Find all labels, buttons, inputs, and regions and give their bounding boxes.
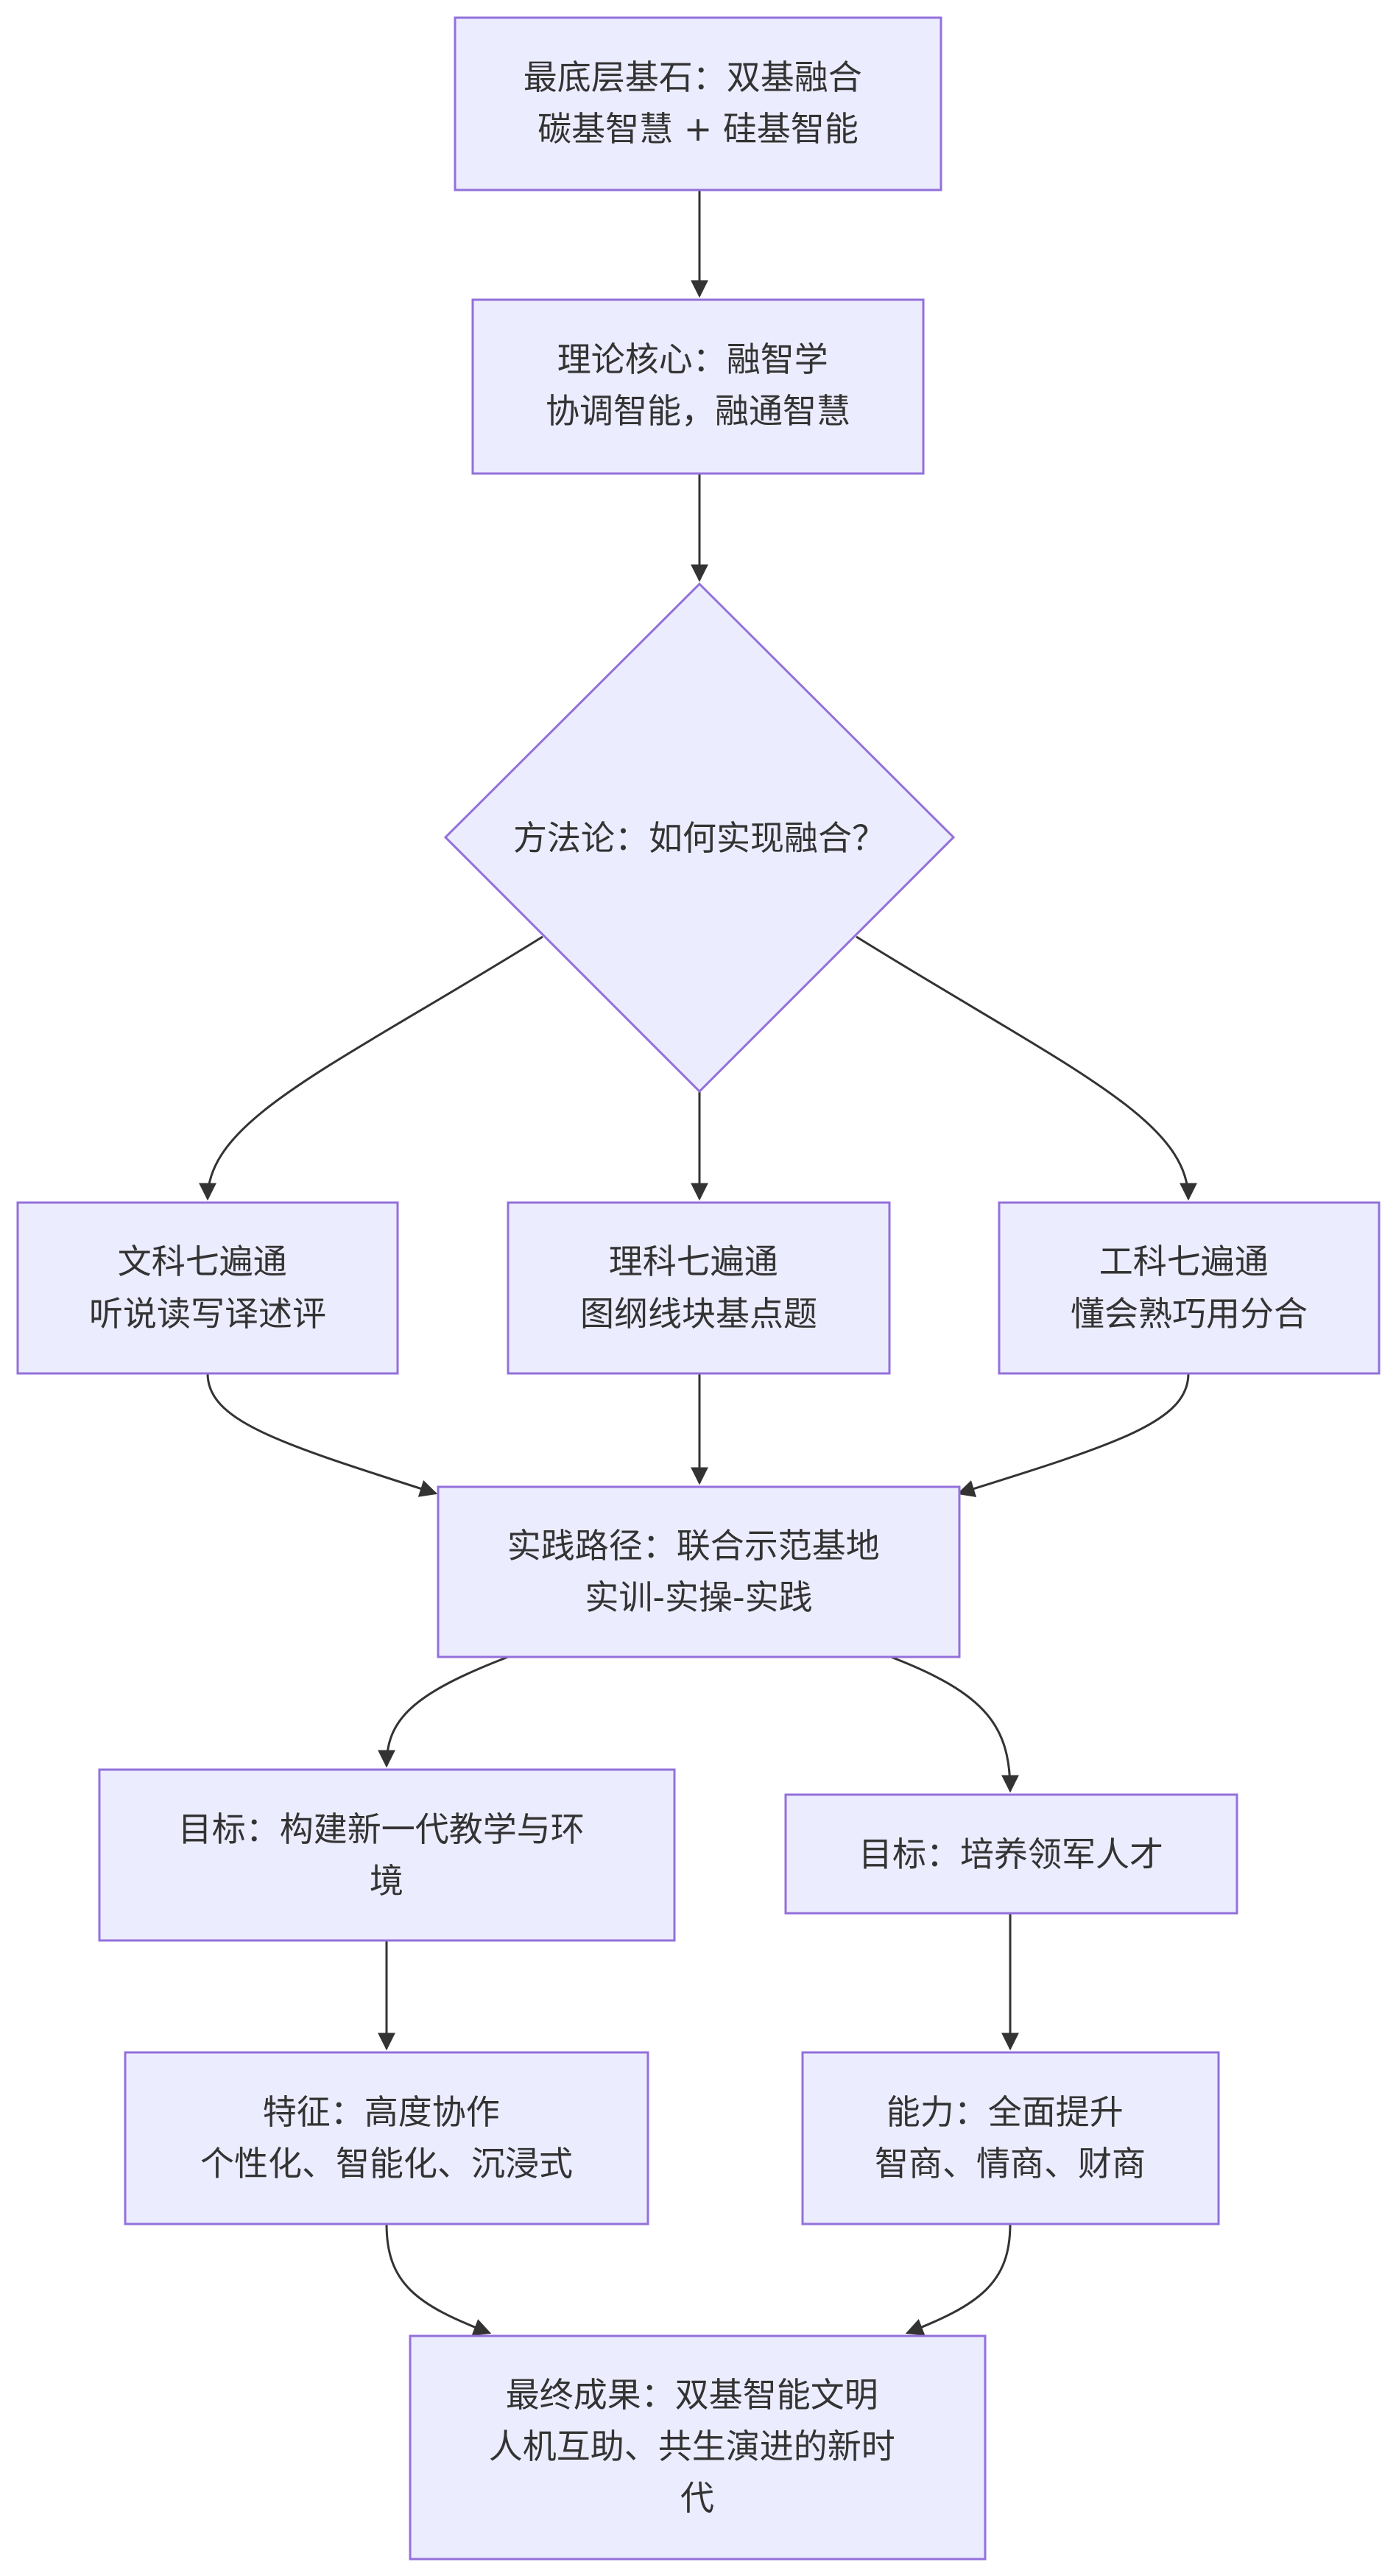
node-practice: 实践路径：联合示范基地 实训-实操-实践 [437,1485,961,1658]
edge-engineering-practice [956,1373,1190,1498]
node-liberal: 文科七遍通 听说读写译述评 [16,1201,399,1375]
node-feature: 特征：高度协作 个性化、智能化、沉浸式 [124,2051,649,2225]
node-goal-talent-text: 目标：培养领军人才 [859,1834,1163,1874]
edge-liberal-practice [206,1373,438,1497]
node-goal-environment-text: 目标：构建新一代教学与环 境 [178,1809,596,1901]
node-science: 理科七遍通 图纲线块基点题 [507,1201,891,1375]
edges [199,190,1197,2336]
node-practice-text: 实践路径：联合示范基地 实训-实操-实践 [507,1526,891,1617]
node-result: 最终成果：双基智能文明 人机互助、共生演进的新时 代 [409,2334,987,2561]
node-engineering-text: 工科七遍通 懂会熟巧用分合 [1071,1242,1308,1334]
edge-feature-result [385,2223,492,2336]
node-liberal-text: 文科七遍通 听说读写译述评 [89,1242,326,1334]
node-ability-text: 能力：全面提升 智商、情商、财商 [875,2092,1146,2183]
edge-ability-result [905,2223,1012,2336]
node-goal-talent: 目标：培养领军人才 [784,1793,1238,1915]
node-method-text: 方法论：如何实现融合？ [513,818,886,858]
node-engineering: 工科七遍通 懂会熟巧用分合 [998,1201,1381,1375]
edge-practice-goal-env [378,1655,509,1768]
edge-method-liberal [199,935,543,1201]
node-method-decision: 方法论：如何实现融合？ [443,582,956,1094]
node-science-text: 理科七遍通 图纲线块基点题 [580,1242,817,1334]
edge-practice-goal-talent [890,1655,1019,1793]
node-feature-text: 特征：高度协作 个性化、智能化、沉浸式 [200,2092,573,2183]
node-foundation: 最底层基石：双基融合 碳基智慧 + 硅基智能 [454,16,942,191]
node-foundation-text: 最底层基石：双基融合 碳基智慧 + 硅基智能 [524,57,873,149]
node-goal-environment: 目标：构建新一代教学与环 境 [98,1768,676,1942]
node-theory: 理论核心：融智学 协调智能，融通智慧 [471,298,925,475]
node-ability: 能力：全面提升 智商、情商、财商 [801,2051,1220,2225]
edge-method-engineering [856,935,1197,1201]
node-theory-text: 理论核心：融智学 协调智能，融通智慧 [546,339,850,431]
node-result-text: 最终成果：双基智能文明 人机互助、共生演进的新时 代 [489,2375,906,2518]
